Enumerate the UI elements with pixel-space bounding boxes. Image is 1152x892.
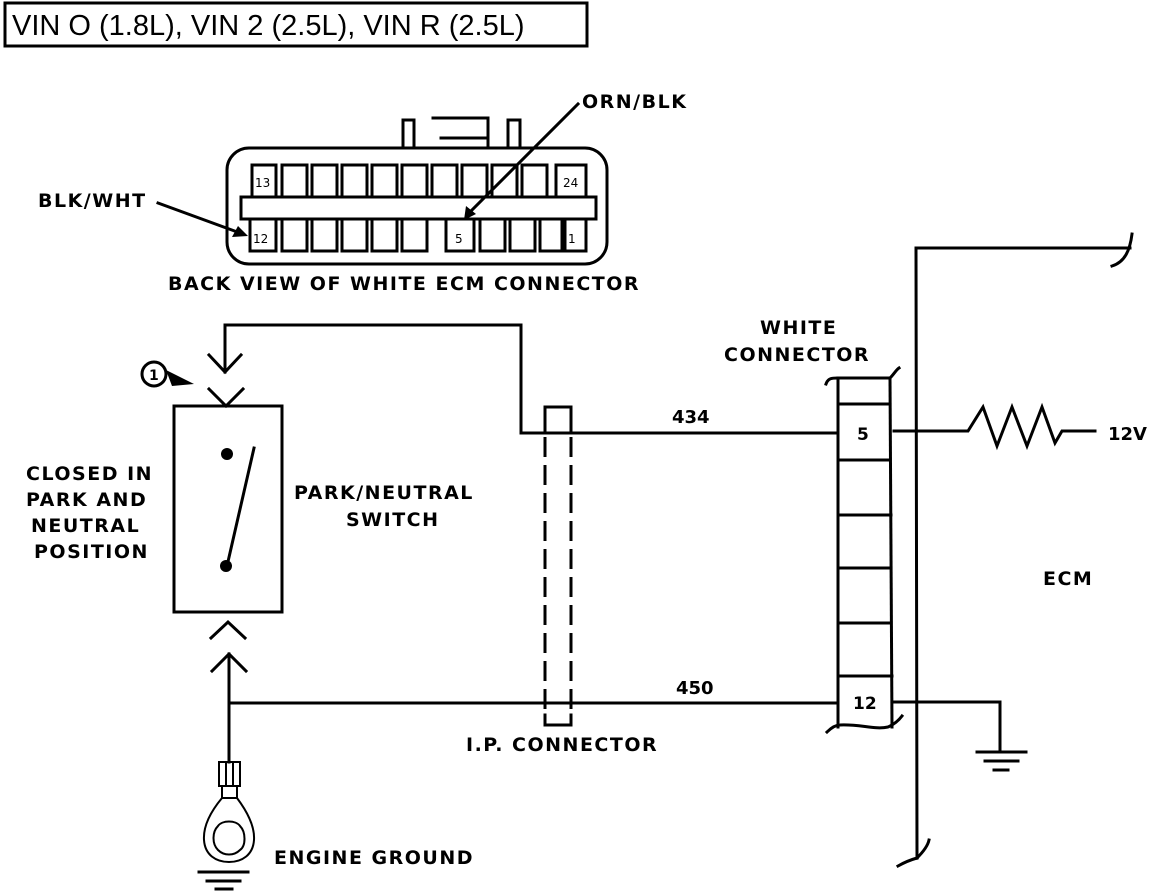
ip-connector: I.P. CONNECTOR	[466, 405, 658, 756]
supply-voltage-label: 12V	[1108, 424, 1147, 445]
white-connector: WHITE CONNECTOR 5 12	[724, 317, 905, 735]
wire-434: 434	[223, 323, 840, 435]
switch-state-line-4: POSITION	[34, 541, 149, 563]
wire-450-label: 450	[676, 678, 714, 699]
title-box: VIN O (1.8L), VIN 2 (2.5L), VIN R (2.5L)	[3, 1, 589, 48]
blk-wht-callout: BLK/WHT	[38, 190, 248, 237]
orn-blk-label: ORN/BLK	[582, 91, 687, 113]
wire-450: 450	[227, 652, 840, 764]
switch-label-line-2: SWITCH	[346, 509, 440, 531]
pin-1-label: 1	[568, 232, 576, 246]
ecm-connector-back-view: 13 24 12 5 1 BACK VIEW OF WHITE ECM CONN…	[168, 116, 640, 295]
orn-blk-callout: ORN/BLK	[464, 91, 687, 220]
arrow-head-icon	[464, 206, 476, 220]
pin-5-label: 5	[455, 232, 463, 246]
ip-connector-label: I.P. CONNECTOR	[466, 734, 658, 756]
park-neutral-switch: 1	[140, 352, 284, 674]
white-connector-label-2: CONNECTOR	[724, 344, 870, 366]
title-text: VIN O (1.8L), VIN 2 (2.5L), VIN R (2.5L)	[12, 10, 525, 42]
top-row-cavities	[250, 163, 588, 199]
pin-12-label: 12	[253, 232, 268, 246]
connector-view-caption: BACK VIEW OF WHITE ECM CONNECTOR	[168, 273, 640, 295]
ecm-boundary: ECM	[895, 232, 1134, 869]
white-connector-pin-5: 5	[857, 425, 869, 445]
switch-state-line-3: NEUTRAL	[31, 515, 140, 537]
pull-up-resistor: 12V	[892, 402, 1147, 451]
switch-label-line-1: PARK/NEUTRAL	[294, 482, 474, 504]
bottom-row-cavities	[248, 217, 588, 253]
engine-ground-label: ENGINE GROUND	[274, 847, 474, 869]
switch-state-line-2: PARK AND	[26, 489, 147, 511]
pin-24-label: 24	[563, 176, 578, 190]
blk-wht-label: BLK/WHT	[38, 190, 147, 212]
engine-ground: ENGINE GROUND	[197, 761, 474, 891]
wire-434-label: 434	[672, 407, 710, 428]
ground-symbol-icon	[197, 870, 250, 891]
white-connector-label-1: WHITE	[760, 317, 837, 339]
callout-number: 1	[149, 368, 159, 384]
arrow-head-icon	[232, 226, 248, 237]
callout-number-icon	[140, 360, 168, 388]
white-connector-pin-12: 12	[853, 694, 877, 714]
ecm-label: ECM	[1043, 568, 1093, 590]
ecm-ground	[892, 700, 1028, 772]
pin-13-label: 13	[255, 176, 270, 190]
ground-symbol-icon	[975, 750, 1028, 772]
switch-state-line-1: CLOSED IN	[26, 463, 153, 485]
